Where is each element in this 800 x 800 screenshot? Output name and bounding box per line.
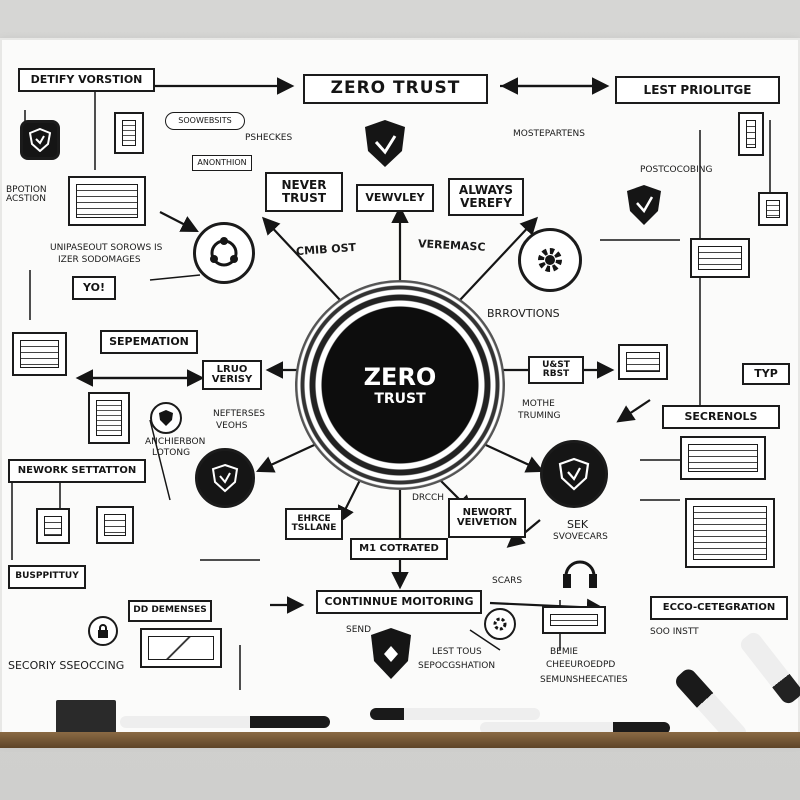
label-veohs: VEOHS bbox=[216, 421, 248, 431]
label-srcwebsite: SOOWEBSITS bbox=[165, 112, 245, 130]
label-scars: SCARS bbox=[492, 576, 523, 586]
dd-demenses-box: DD DEMENSES bbox=[128, 600, 212, 622]
label-soo-instt: SOO INSTT bbox=[650, 627, 699, 637]
never-trust-box: NEVER TRUST bbox=[265, 172, 343, 212]
center-zero-trust-hub: ZERO TRUST bbox=[295, 280, 505, 490]
shield-icon bbox=[540, 440, 608, 508]
label-brrovtions: BRROVTIONS bbox=[487, 307, 560, 320]
label-security-sseocing: SECORIY SSEOCCING bbox=[8, 659, 125, 672]
vewvley-box: VEWVLEY bbox=[356, 184, 434, 212]
eraser bbox=[56, 700, 116, 736]
monitor-icon bbox=[690, 238, 750, 278]
label-cheeuroedp: CHEEUROEDPD bbox=[546, 660, 616, 670]
nework-veivetion-box: NEWORT VEIVETION bbox=[448, 498, 526, 538]
ecco-box: ECCO-CETEGRATION bbox=[650, 596, 788, 620]
nework-setation-box: NEWORK SETTATTON bbox=[8, 459, 146, 483]
ehrce-tslane-box: EHRCE TSLLANE bbox=[285, 508, 343, 540]
lock-icon bbox=[88, 616, 118, 646]
lruo-verisy-box: LRUO VERISY bbox=[202, 360, 262, 390]
title-box: ZERO TRUST bbox=[303, 74, 488, 104]
label-send: SEND bbox=[346, 625, 372, 635]
label-sek: SEK bbox=[567, 518, 589, 531]
label-bemie: BEMIE bbox=[550, 647, 578, 657]
label-svovecars: SVOVECARS bbox=[553, 532, 608, 542]
center-title-line1: ZERO bbox=[363, 363, 437, 391]
document-icon bbox=[96, 506, 134, 544]
document-icon bbox=[88, 392, 130, 444]
document-icon bbox=[542, 606, 606, 634]
always-verefy-box: ALWAYS VEREFY bbox=[448, 178, 524, 216]
label-drcch: DRCCH bbox=[412, 493, 445, 503]
label-lotong: LOTONG bbox=[152, 448, 191, 458]
marker-pen bbox=[120, 716, 330, 728]
headset-icon bbox=[560, 552, 600, 594]
marker-pen bbox=[370, 708, 540, 720]
typ-box: TYP bbox=[742, 363, 790, 385]
document-icon bbox=[114, 112, 144, 154]
label-psheckes: PSHECKES bbox=[245, 133, 293, 143]
seperation-box: SEPEMATION bbox=[100, 330, 198, 354]
label-izer: IZER SODOMAGES bbox=[58, 255, 141, 265]
label-anchienbn: ANCHIERBON bbox=[145, 437, 206, 447]
shield-icon bbox=[362, 118, 408, 170]
document-icon bbox=[36, 508, 70, 544]
monitor-icon bbox=[685, 498, 775, 568]
label-yo: YO! bbox=[72, 276, 116, 300]
top-left-box: DETIFY VORSTION bbox=[18, 68, 155, 92]
label-seunge: SEMUNSHEECATIES bbox=[540, 675, 628, 685]
shield-icon bbox=[20, 120, 60, 160]
label-lest-tous: LEST TOUS bbox=[432, 647, 482, 657]
document-icon bbox=[758, 192, 788, 226]
chart-icon bbox=[140, 628, 222, 668]
network-icon bbox=[193, 222, 255, 284]
monitor-icon bbox=[680, 436, 766, 480]
label-anonthion: ANONTHION bbox=[192, 155, 252, 171]
building-icon bbox=[738, 112, 764, 156]
gear-icon bbox=[484, 608, 516, 640]
continuous-monitoring-box: CONTINNUE MOITORING bbox=[316, 590, 482, 614]
secrenols-box: SECRENOLS bbox=[662, 405, 780, 429]
monitor-icon bbox=[12, 332, 67, 376]
shield-icon bbox=[368, 626, 414, 682]
ussp-rst-box: U&ST RBST bbox=[528, 356, 584, 384]
top-right-box: LEST PRIOLITGE bbox=[615, 76, 780, 104]
bruptiny-box: BUSPPITTUY bbox=[8, 565, 86, 589]
whiteboard-tray bbox=[0, 732, 800, 748]
label-postcocoding: POSTCOCOBING bbox=[640, 165, 713, 175]
laptop-icon bbox=[68, 176, 146, 226]
label-mostepartens: MOSTEPARTENS bbox=[513, 129, 585, 139]
center-title-line2: TRUST bbox=[374, 391, 426, 407]
label-sepocgshation: SEPOCGSHATION bbox=[418, 661, 496, 671]
label-mothe: MOTHE bbox=[522, 399, 555, 409]
monitor-icon bbox=[618, 344, 668, 380]
label-unipas: UNIPASEOUT SOROWS IS bbox=[50, 243, 163, 253]
shield-icon bbox=[625, 183, 663, 227]
shield-icon bbox=[150, 402, 182, 434]
marker-pen bbox=[480, 722, 670, 734]
label-bpotion: BPOTION ACSTION bbox=[6, 185, 47, 205]
gear-icon bbox=[518, 228, 582, 292]
label-truming: TRUMING bbox=[518, 411, 561, 421]
m1-cotrated-box: M1 COTRATED bbox=[350, 538, 448, 560]
shield-icon bbox=[195, 448, 255, 508]
label-nefterses: NEFTERSES bbox=[213, 409, 265, 419]
